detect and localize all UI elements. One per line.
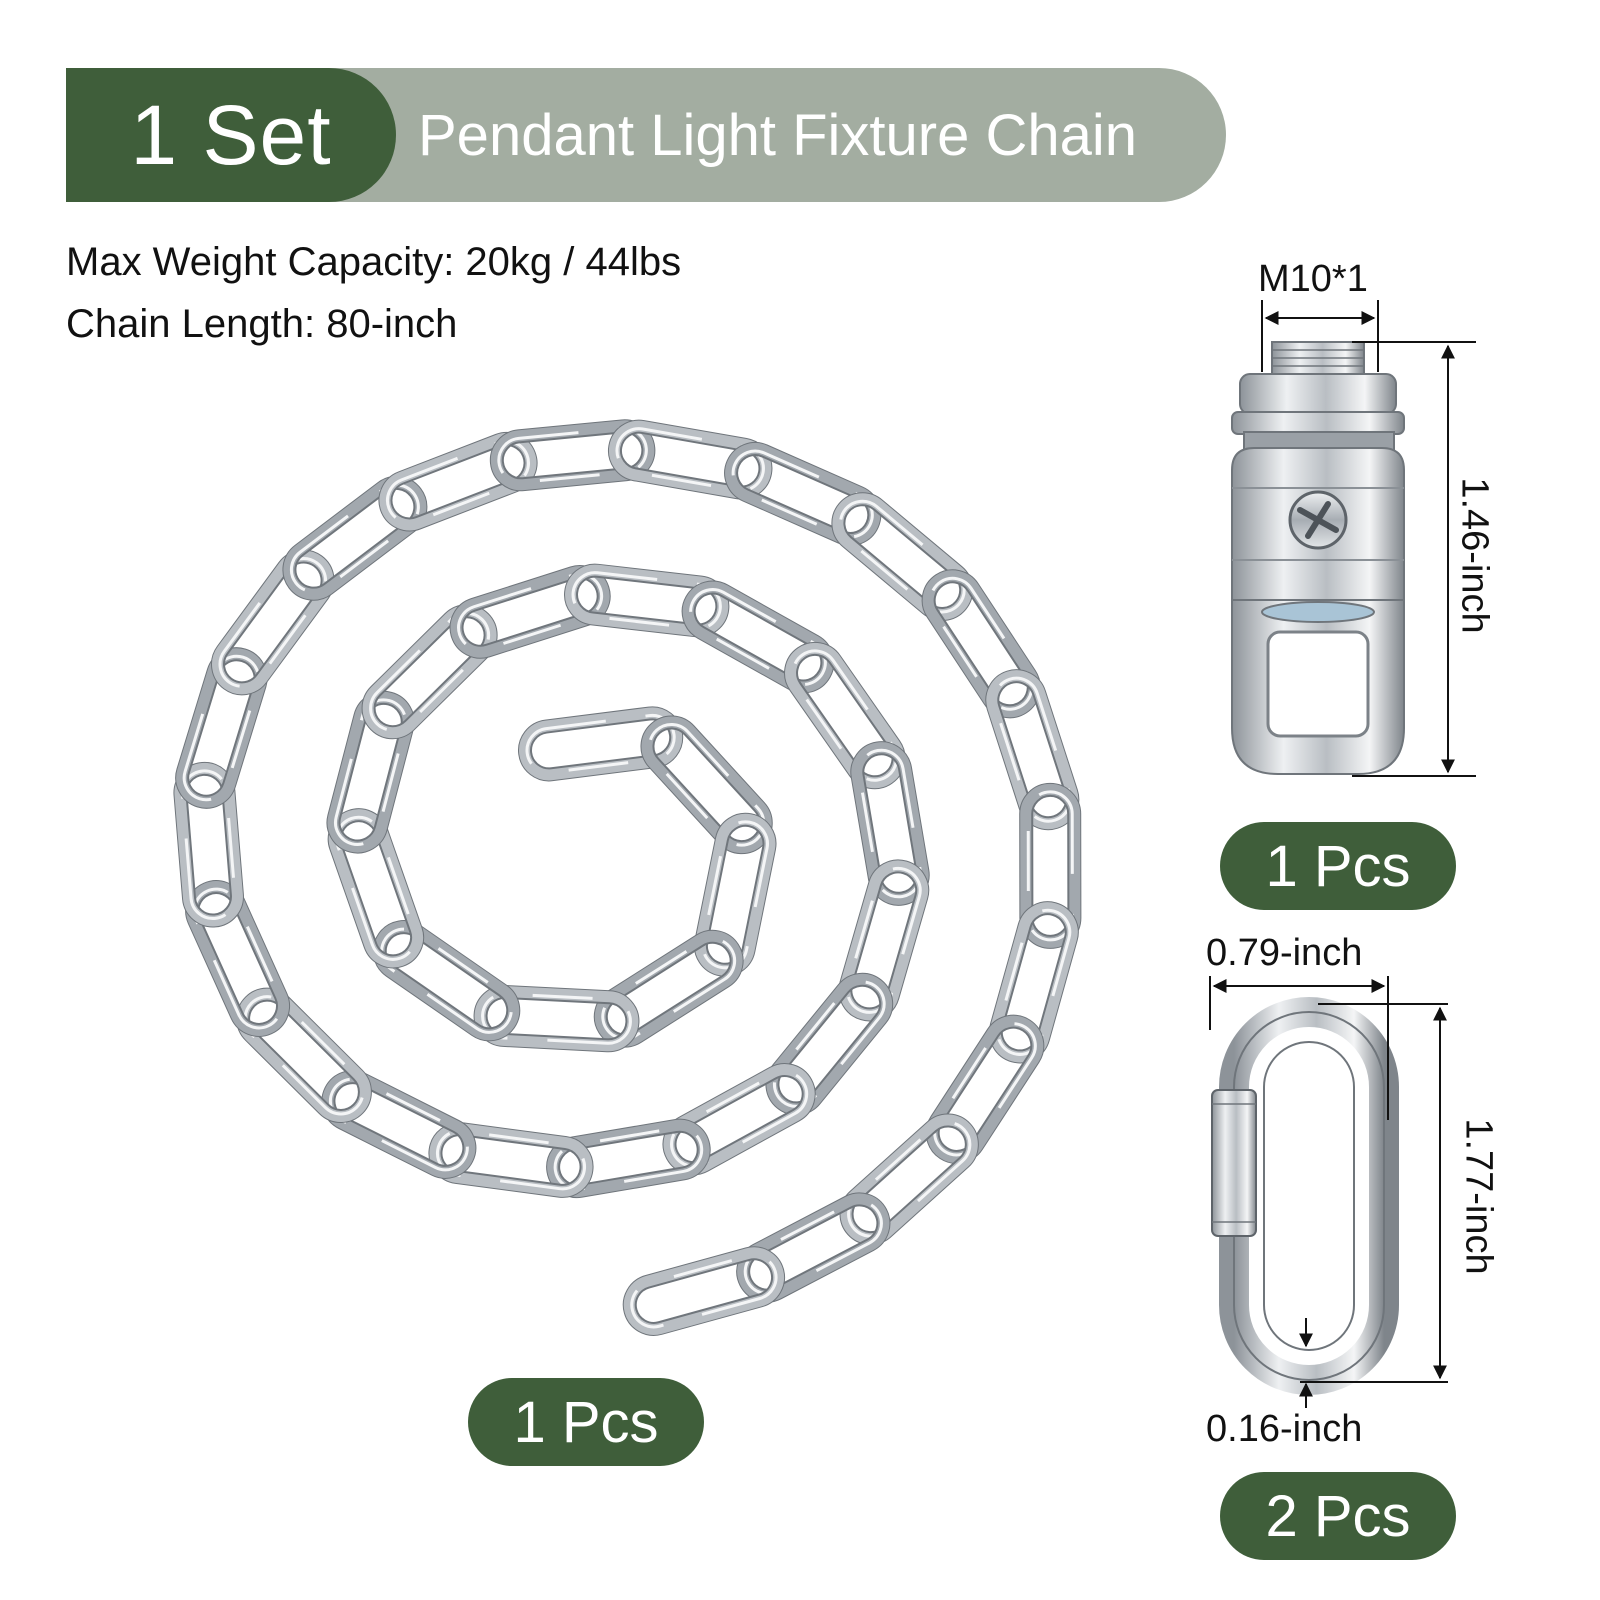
chain-link (326, 690, 415, 854)
chain-link (839, 1113, 979, 1246)
swivel-quantity-badge: 1 Pcs (1220, 822, 1456, 910)
chain-link (321, 1070, 477, 1179)
quick-link-wire-label: 0.16-inch (1206, 1408, 1363, 1450)
chain-link (784, 641, 906, 790)
chain-link (327, 808, 425, 969)
chain-link (724, 442, 882, 546)
quick-link-quantity-badge: 2 Pcs (1220, 1472, 1456, 1560)
chain-link (282, 475, 428, 601)
banner-badge: 1 Set (66, 68, 396, 202)
chain-link (489, 419, 656, 492)
dimension-arrow-icon (1209, 976, 1448, 1408)
spec-weight: Max Weight Capacity: 20kg / 44lbs (66, 240, 682, 284)
banner-title: Pendant Light Fixture Chain (418, 102, 1137, 168)
chain-link (372, 920, 521, 1042)
chain-link (593, 929, 744, 1048)
chain-link (838, 859, 930, 1022)
chain-link (925, 1014, 1045, 1164)
chain-link (850, 741, 930, 906)
chain-coil-icon (173, 419, 1082, 1336)
swivel-height-label: 1.46-inch (1453, 477, 1496, 634)
quick-link-width-label: 0.79-inch (1206, 932, 1363, 974)
chain-link (211, 549, 335, 696)
chain-link (1019, 782, 1082, 949)
chain-link (831, 492, 974, 621)
chain-link (546, 1118, 711, 1199)
quick-link-icon (1211, 997, 1399, 1395)
chain-link (640, 715, 773, 855)
chain-link (681, 580, 835, 694)
chain-link (765, 972, 894, 1116)
chain-link (564, 563, 730, 638)
chain-link (175, 647, 268, 809)
chain-link (185, 880, 290, 1037)
chain-link (378, 431, 538, 532)
quick-link-height-label: 1.77-inch (1457, 1118, 1500, 1275)
chain-link (988, 901, 1079, 1064)
chain-link (693, 812, 777, 977)
chain-link (173, 761, 244, 928)
chain-link (607, 419, 773, 500)
chain-link (736, 1192, 891, 1303)
chain-link (449, 565, 611, 659)
chain-link (921, 569, 1041, 719)
dimension-arrow-icon (1261, 300, 1476, 777)
chain-link (473, 984, 640, 1053)
chain-link (236, 987, 372, 1123)
chain-link (622, 1246, 786, 1336)
chain-link (361, 604, 498, 740)
chain-link (428, 1122, 594, 1198)
spec-length: Chain Length: 80-inch (66, 302, 458, 346)
chain-link (662, 1063, 816, 1176)
chain-link (518, 706, 684, 782)
chain-link (985, 669, 1080, 831)
thread-size-label: M10*1 (1258, 258, 1368, 300)
swivel-connector-icon (1231, 341, 1405, 775)
chain-quantity-badge: 1 Pcs (468, 1378, 704, 1466)
